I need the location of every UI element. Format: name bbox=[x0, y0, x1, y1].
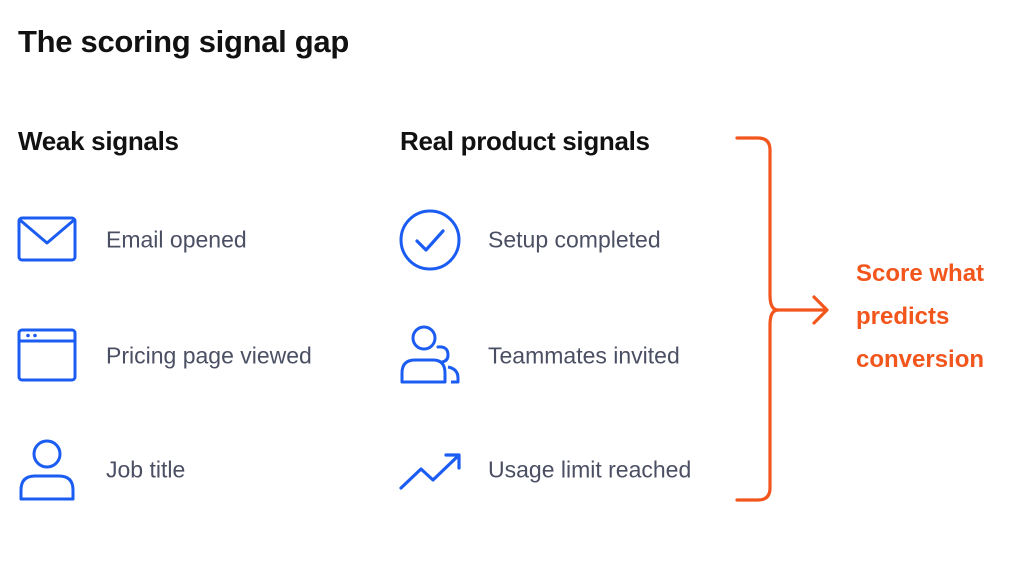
real-signal-label: Usage limit reached bbox=[488, 456, 692, 483]
weak-signal-item-pricing: Pricing page viewed bbox=[16, 324, 312, 388]
callout-line: conversion bbox=[856, 346, 985, 373]
real-signal-item-usage: Usage limit reached bbox=[398, 438, 691, 502]
check-circle-icon bbox=[399, 209, 461, 271]
real-signals-heading: Real product signals bbox=[400, 126, 650, 156]
users-icon bbox=[400, 325, 460, 384]
real-signal-item-teammates: Teammates invited bbox=[398, 324, 680, 388]
callout-text: Score what predicts conversion bbox=[856, 252, 984, 381]
real-signal-label: Teammates invited bbox=[488, 342, 680, 369]
browser-window-icon bbox=[17, 328, 77, 382]
callout-line: predicts bbox=[856, 303, 950, 330]
page-title: The scoring signal gap bbox=[18, 24, 350, 59]
weak-signals-heading: Weak signals bbox=[18, 126, 179, 156]
envelope-icon bbox=[17, 216, 77, 262]
weak-signal-item-email: Email opened bbox=[16, 208, 247, 272]
bracket-arrow bbox=[735, 136, 829, 502]
weak-signal-item-job-title: Job title bbox=[16, 438, 185, 502]
trend-up-icon bbox=[399, 453, 461, 490]
weak-signal-label: Pricing page viewed bbox=[106, 342, 312, 369]
weak-signal-label: Job title bbox=[106, 456, 186, 483]
person-icon bbox=[19, 439, 75, 501]
weak-signal-label: Email opened bbox=[106, 226, 247, 253]
real-signal-item-setup: Setup completed bbox=[398, 208, 661, 272]
real-signal-label: Setup completed bbox=[488, 226, 661, 253]
callout-line: Score what bbox=[856, 260, 985, 287]
